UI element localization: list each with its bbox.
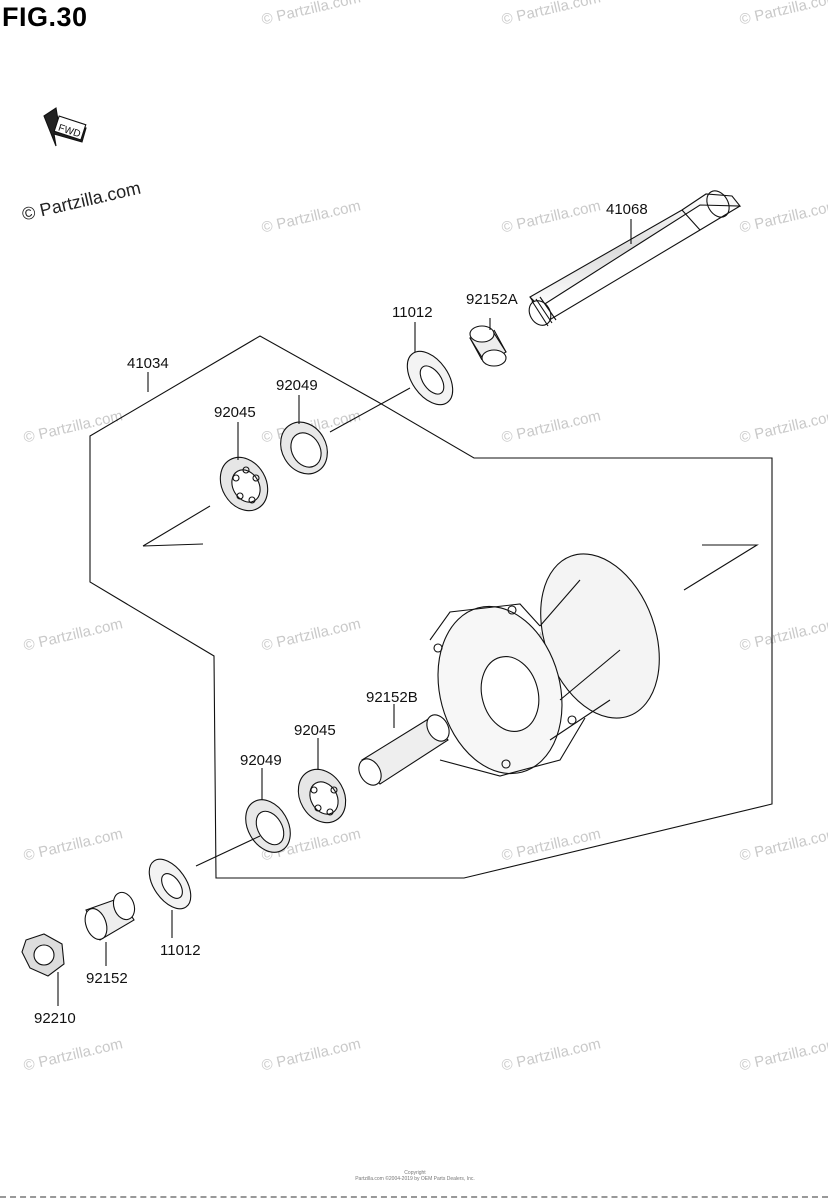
part-label-92045-top: 92045 (214, 404, 256, 421)
axle-41068 (528, 190, 742, 327)
part-label-92049-bottom: 92049 (240, 752, 282, 769)
part-label-92049-top: 92049 (276, 377, 318, 394)
assembly-outline-41034 (89, 335, 773, 879)
bottom-rule (0, 1196, 828, 1198)
footer-line-2: Partzilla.com ©2004-2019 by OEM Parts De… (355, 1176, 475, 1182)
part-label-92152: 92152 (86, 970, 128, 987)
part-label-41068: 41068 (606, 201, 648, 218)
part-label-41034: 41034 (127, 355, 169, 372)
oilseal-92049-top (280, 421, 328, 475)
wheel-hub (429, 553, 660, 777)
seal-11012-bottom (148, 858, 192, 910)
seal-11012-top (406, 350, 454, 406)
part-label-11012-top: 11012 (392, 304, 433, 321)
part-label-92152B: 92152B (366, 689, 418, 706)
spacer-92152B (358, 714, 450, 786)
part-label-92152A: 92152A (466, 291, 518, 308)
copyright-footer: Copyright Partzilla.com ©2004-2019 by OE… (355, 1170, 475, 1182)
fwd-arrow-icon: FWD (43, 107, 87, 147)
bearing-92045-bottom (297, 768, 347, 824)
collar-92152A (469, 325, 507, 367)
bearing-92045-top (219, 456, 269, 512)
oilseal-92049-bottom (245, 799, 291, 853)
nut-92210 (21, 933, 65, 977)
part-label-92210: 92210 (34, 1010, 76, 1027)
part-label-92045-bottom: 92045 (294, 722, 336, 739)
part-label-11012-bottom: 11012 (160, 942, 201, 959)
collar-92152 (84, 891, 136, 941)
figure-title: FIG.30 (2, 2, 88, 32)
footer-line-1: Copyright (404, 1170, 426, 1176)
